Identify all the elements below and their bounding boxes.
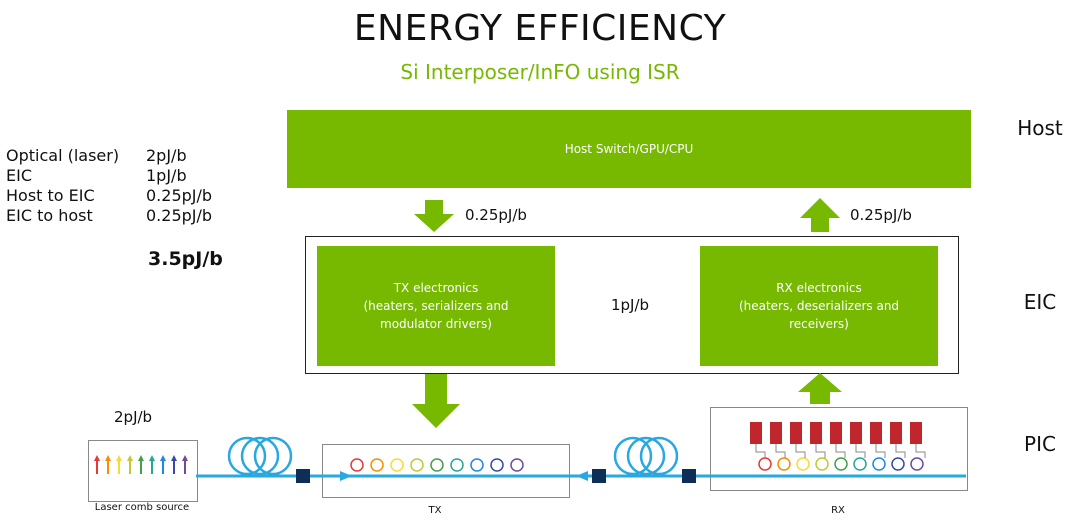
laser-wavelength-arrowhead (116, 455, 122, 461)
rx-detector-lead (895, 444, 906, 458)
eic-to-host-value: 0.25pJ/b (850, 206, 912, 224)
laser-wavelength-arrowhead (127, 455, 133, 461)
tx-ring-modulator (490, 458, 504, 472)
arrow-up-rx-to-eic (798, 373, 842, 404)
tx-ring-modulator (470, 458, 484, 472)
rx-ring-filter (758, 457, 772, 471)
laser-wavelength-arrowhead (105, 455, 111, 461)
laser-wavelength-arrowhead (171, 455, 177, 461)
rx-detector-lead (835, 444, 846, 458)
rx-ring-filter (815, 457, 829, 471)
tx-electronics-box: TX electronics (heaters, serializers and… (317, 246, 555, 366)
row-label-pic: PIC (1024, 432, 1056, 456)
legend-value-host-to-eic: 0.25pJ/b (146, 186, 213, 205)
tx-pic-label: TX (428, 505, 442, 516)
legend-total: 3.5pJ/b (148, 248, 223, 270)
rx-ring-filter (853, 457, 867, 471)
laser-wavelength-arrowhead (94, 455, 100, 461)
legend-value-eic: 1pJ/b (146, 166, 187, 185)
rx-photodetector (770, 422, 782, 444)
rx-detector-lead (855, 444, 866, 458)
tx-ring-modulator (450, 458, 464, 472)
rx-detector-lead (815, 444, 826, 458)
row-label-eic: EIC (1023, 290, 1057, 314)
fiber-coil-right (613, 436, 679, 476)
laser-comb-label: Laser comb source (94, 502, 190, 513)
rx-detector-lead (755, 444, 766, 458)
host-switch-box: Host Switch/GPU/CPU (287, 110, 971, 188)
legend-value-optical: 2pJ/b (146, 146, 187, 165)
rx-photodetector (750, 422, 762, 444)
tx-ring-modulator (370, 458, 384, 472)
arrow-up-eic-to-host (800, 198, 840, 232)
tx-ring-modulator (510, 458, 524, 472)
rx-ring-filters (758, 457, 924, 471)
connector-2 (592, 469, 606, 483)
tx-ring-modulator (410, 458, 424, 472)
connector-3 (682, 469, 696, 483)
laser-wavelength-arrowhead (182, 455, 188, 461)
rx-ring-filter (796, 457, 810, 471)
rx-electronics-box: RX electronics (heaters, deserializers a… (700, 246, 938, 366)
tx-pic-box (322, 444, 570, 498)
rx-photodetector (790, 422, 802, 444)
legend-label-eic: EIC (6, 166, 32, 185)
rx-ring-filter (910, 457, 924, 471)
rx-photodetector (810, 422, 822, 444)
connector-1 (296, 469, 310, 483)
rx-ring-filter (872, 457, 886, 471)
laser-comb-box (88, 440, 198, 502)
waveguide-arrow-middle (576, 471, 588, 481)
rx-photodetectors (750, 422, 926, 458)
waveguide-arrow-tx (340, 471, 352, 481)
rx-photodetector (870, 422, 882, 444)
laser-power-value: 2pJ/b (114, 408, 153, 426)
rx-photodetector (850, 422, 862, 444)
rx-detector-lead (775, 444, 786, 458)
rx-ring-filter (891, 457, 905, 471)
tx-ring-modulators (350, 458, 524, 472)
rx-ring-filter (834, 457, 848, 471)
rx-detector-lead (915, 444, 926, 458)
fiber-coil-left (227, 436, 293, 476)
rx-pic-label: RX (831, 505, 845, 516)
slide-subtitle: Si Interposer/InFO using ISR (400, 60, 680, 84)
legend-label-eic-to-host: EIC to host (6, 206, 93, 225)
rx-detector-lead (795, 444, 806, 458)
laser-comb-arrows (94, 455, 188, 474)
rx-photodetector (890, 422, 902, 444)
rx-photodetector (910, 422, 922, 444)
arrow-down-eic-to-tx (412, 374, 460, 428)
laser-wavelength-arrowhead (160, 455, 166, 461)
tx-ring-modulator (390, 458, 404, 472)
tx-ring-modulator (430, 458, 444, 472)
rx-ring-filter (777, 457, 791, 471)
laser-wavelength-arrowhead (138, 455, 144, 461)
energy-legend: Optical (laser) 2pJ/b EIC 1pJ/b Host to … (6, 146, 266, 236)
row-label-host: Host (1017, 116, 1063, 140)
laser-wavelength-arrowhead (149, 455, 155, 461)
slide-title: ENERGY EFFICIENCY (353, 8, 727, 49)
legend-label-host-to-eic: Host to EIC (6, 186, 95, 205)
rx-photodetector (830, 422, 842, 444)
tx-ring-modulator (350, 458, 364, 472)
legend-value-eic-to-host: 0.25pJ/b (146, 206, 213, 225)
host-to-eic-value: 0.25pJ/b (465, 206, 527, 224)
eic-energy-value: 1pJ/b (610, 296, 650, 314)
legend-label-optical: Optical (laser) (6, 146, 120, 165)
rx-detector-lead (875, 444, 886, 458)
arrow-down-host-to-eic (414, 200, 454, 232)
